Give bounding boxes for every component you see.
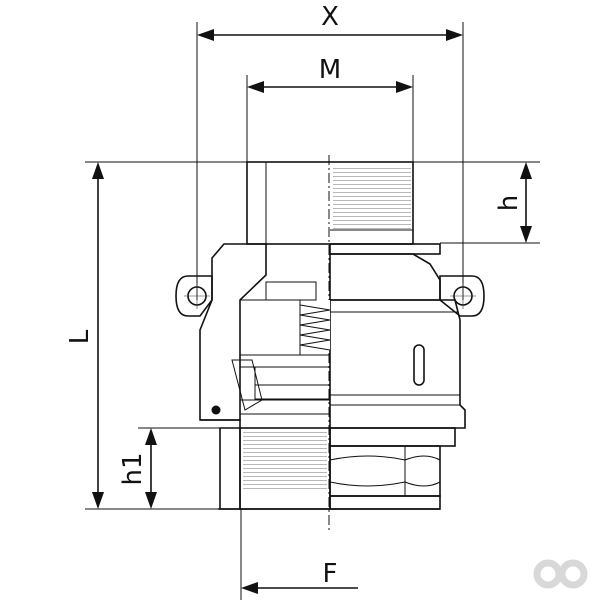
- dimension-x: X: [196, 2, 464, 300]
- hex-nut: [329, 445, 441, 497]
- left-body-section: [199, 243, 267, 421]
- dimension-label-f: F: [323, 559, 338, 589]
- dimension-label-x: X: [321, 2, 339, 32]
- indicator-slot: [413, 344, 425, 386]
- right-body: [329, 299, 466, 429]
- spring: [299, 300, 331, 352]
- dimension-f: F: [240, 509, 358, 600]
- dimension-h: h: [413, 161, 540, 244]
- left-mounting-lug: [175, 275, 213, 317]
- dimension-l: L: [65, 161, 250, 510]
- dimension-h1: h1: [118, 427, 240, 509]
- dimension-m: M: [246, 55, 414, 162]
- dimension-label-h1: h1: [118, 452, 148, 485]
- fitting-body: [175, 155, 485, 530]
- dimension-label-h: h: [494, 195, 524, 211]
- dimension-label-l: L: [65, 329, 95, 344]
- o-ring: [211, 405, 221, 415]
- dimension-label-m: M: [319, 55, 341, 85]
- brand-logo-icon: [533, 559, 588, 589]
- right-mounting-lug: [439, 275, 485, 317]
